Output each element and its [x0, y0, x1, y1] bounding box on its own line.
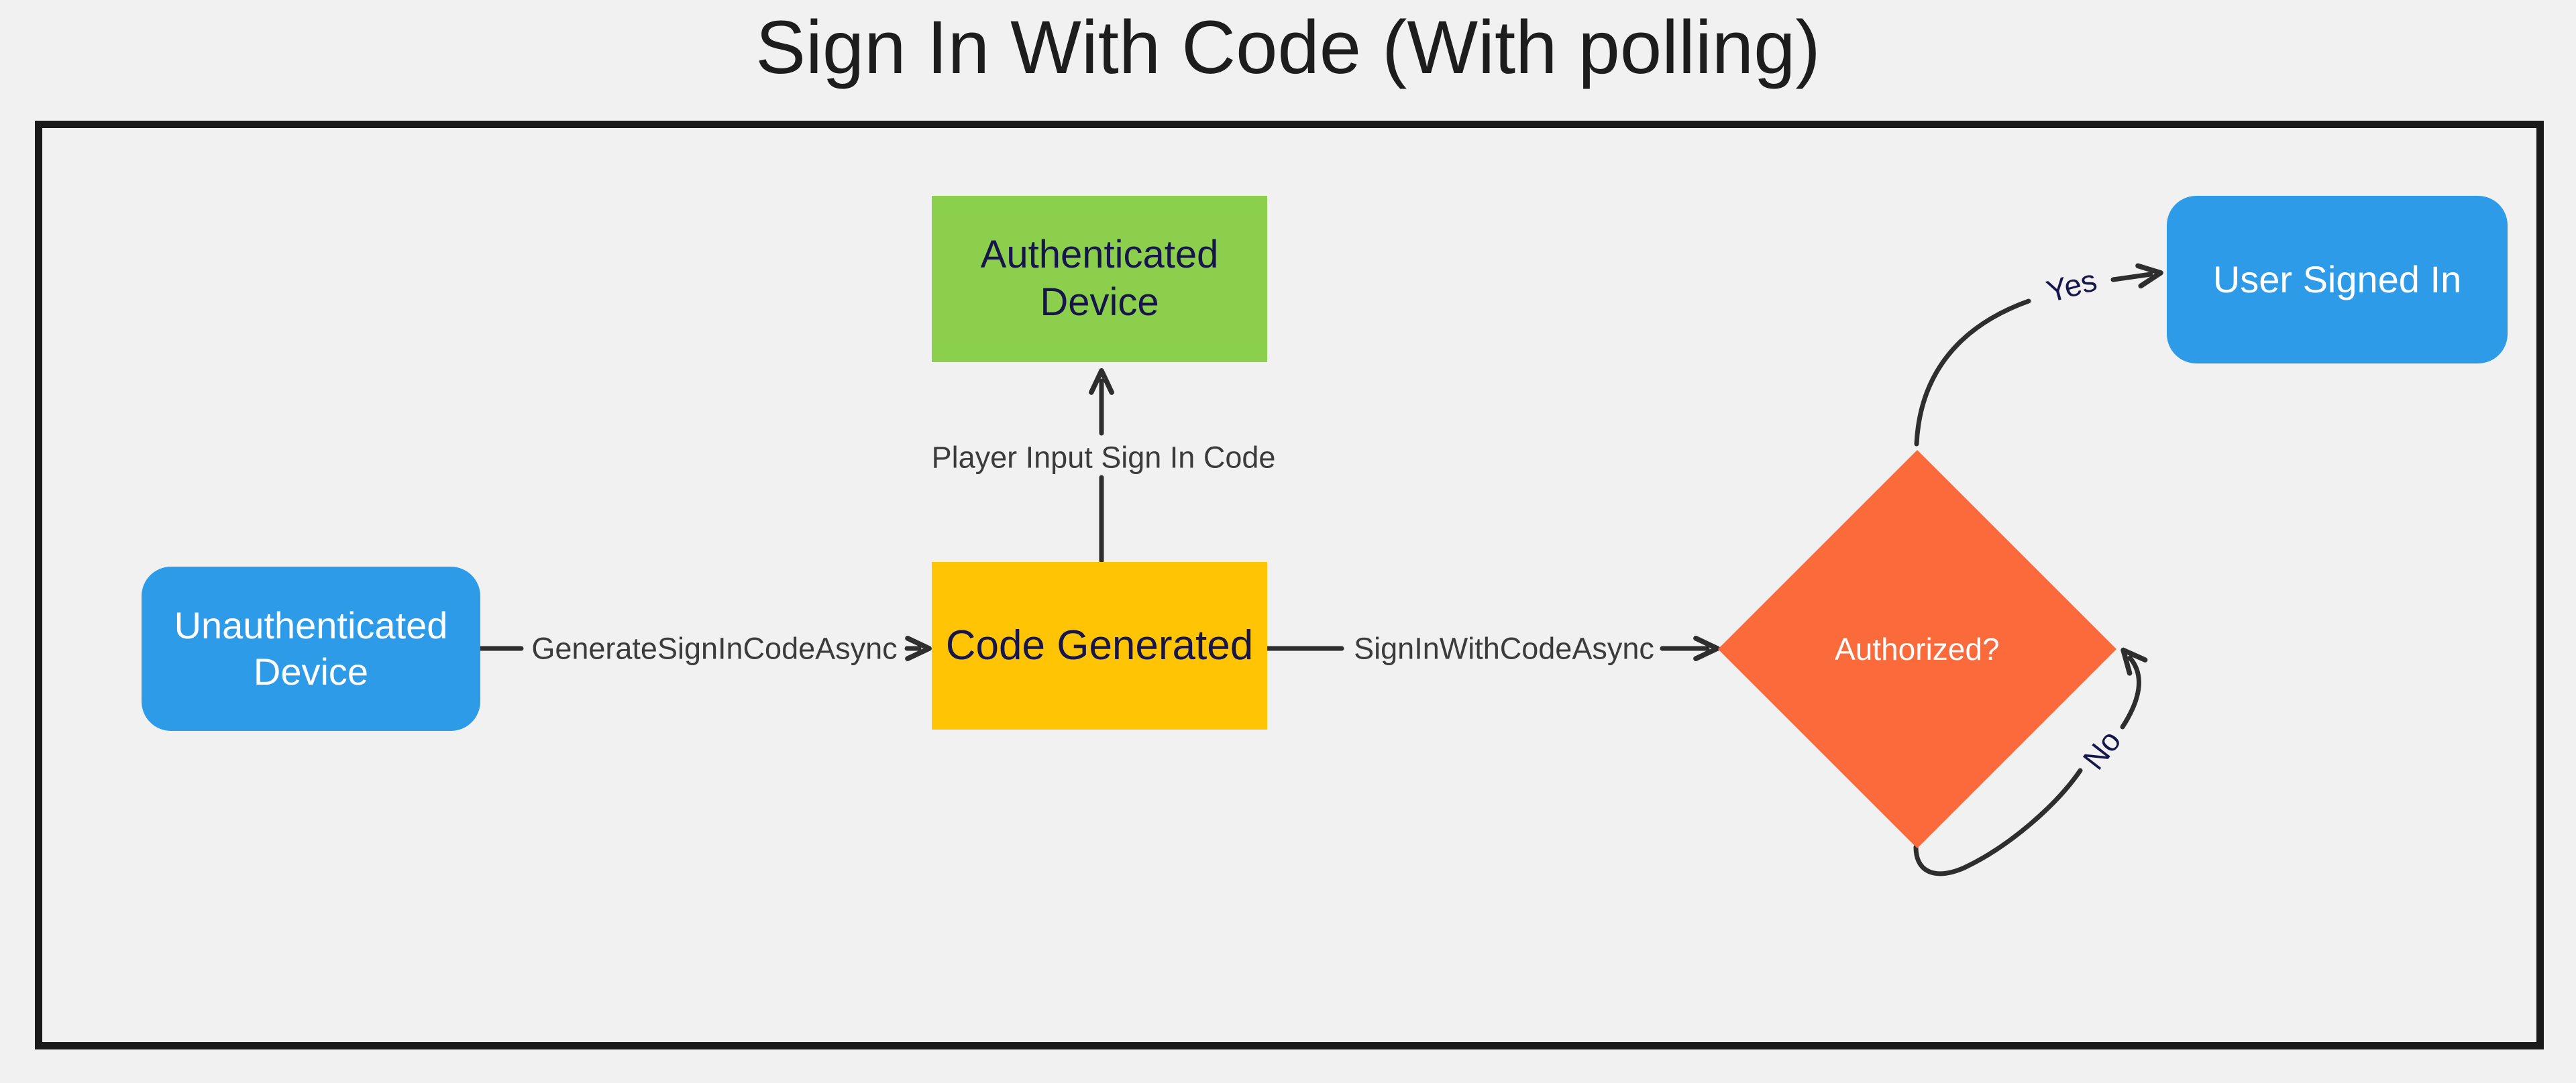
diagram-frame-border: [35, 121, 2544, 1049]
edge-label-sign-in: SignInWithCodeAsync: [1354, 632, 1654, 666]
node-code-generated: Code Generated: [932, 562, 1267, 730]
edge-no-curve: [1913, 768, 2083, 876]
diagram-title: Sign In With Code (With polling): [755, 5, 1821, 89]
node-user-signed-in: User Signed In: [2167, 196, 2508, 363]
node-authorized-decision-label: Authorized?: [1835, 631, 2000, 667]
edge-label-yes: Yes: [2043, 262, 2100, 309]
node-authenticated-device: Authenticated Device: [932, 196, 1267, 362]
node-unauthenticated-device-label: Unauthenticated Device: [174, 604, 448, 693]
edge-label-generate: GenerateSignInCodeAsync: [531, 632, 897, 666]
edge-yes-curve: [1914, 298, 2031, 447]
node-unauthenticated-device: Unauthenticated Device: [142, 567, 480, 731]
edge-yes-arrow: [2110, 263, 2163, 289]
edge-label-no: No: [2076, 724, 2127, 776]
edge-label-player-input: Player Input Sign In Code: [932, 441, 1276, 475]
node-user-signed-in-label: User Signed In: [2212, 258, 2462, 300]
edge-no-arrow: [2120, 647, 2148, 730]
node-code-generated-label: Code Generated: [945, 622, 1254, 669]
node-authenticated-device-label: Authenticated Device: [980, 233, 1219, 324]
